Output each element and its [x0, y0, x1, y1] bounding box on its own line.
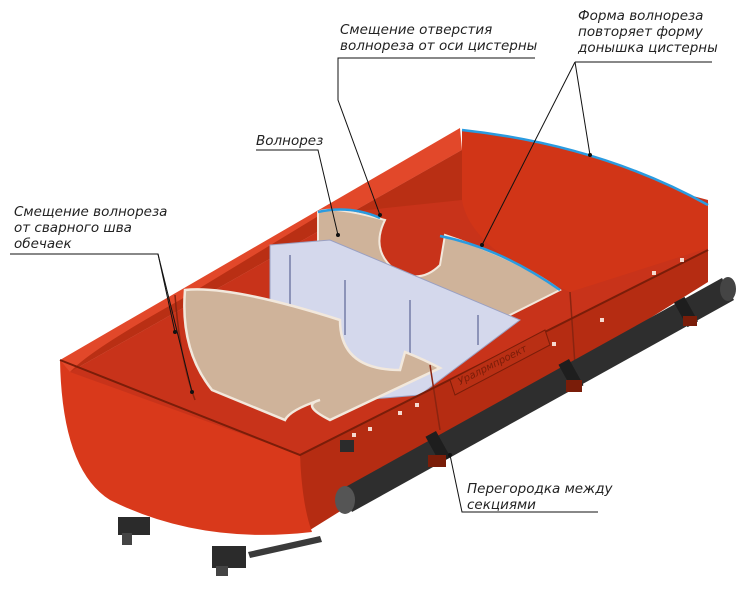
section-seam	[429, 364, 441, 431]
label-hole-offset-line-2: волнореза от оси цистерны	[340, 38, 538, 54]
tank-rim	[59, 249, 709, 457]
label-baffle-shape-line-1: Форма волнореза	[578, 8, 704, 24]
side-pipe	[335, 277, 736, 514]
label-baffle: Волнорез	[256, 133, 323, 149]
leader-endpoints	[173, 153, 592, 457]
label-seam-offset-line-2: от сварного шва	[14, 220, 132, 236]
far-end-rim-highlight	[461, 128, 709, 207]
tank-far-end	[462, 130, 708, 292]
tank-end-wall	[60, 360, 312, 535]
side-fittings	[352, 258, 684, 437]
baffle-rear-highlight	[317, 208, 381, 220]
label-baffle-shape-line-3: донышка цистерны	[578, 40, 718, 56]
partition-ribs	[289, 255, 479, 360]
label-baffle-shape-line-2: повторяет форму	[578, 24, 703, 40]
label-hole-offset-line-1: Смещение отверстия	[340, 22, 493, 38]
label-partition: Перегородка между секциями	[467, 481, 613, 513]
section-seam-far	[569, 291, 576, 366]
side-hatch	[340, 440, 354, 452]
label-seam-offset-line-1: Смещение волнореза	[14, 204, 168, 220]
label-baffle-shape: Форма волнореза повторяет форму донышка …	[578, 8, 718, 56]
leader-lines	[10, 57, 712, 513]
baffle-front	[183, 288, 443, 422]
baffle-edge-highlight	[439, 234, 561, 292]
label-partition-line-2: секциями	[467, 497, 536, 513]
label-baffle-line-1: Волнорез	[256, 133, 324, 149]
tank-inner-wall	[70, 150, 462, 372]
label-hole-offset: Смещение отверстия волнореза от оси цист…	[340, 22, 537, 54]
support-legs	[118, 517, 322, 576]
label-seam-offset-line-3: обечаек	[14, 236, 72, 252]
label-partition-line-1: Перегородка между	[467, 481, 613, 497]
label-seam-offset: Смещение волнореза от сварного шва обеча…	[14, 204, 167, 252]
